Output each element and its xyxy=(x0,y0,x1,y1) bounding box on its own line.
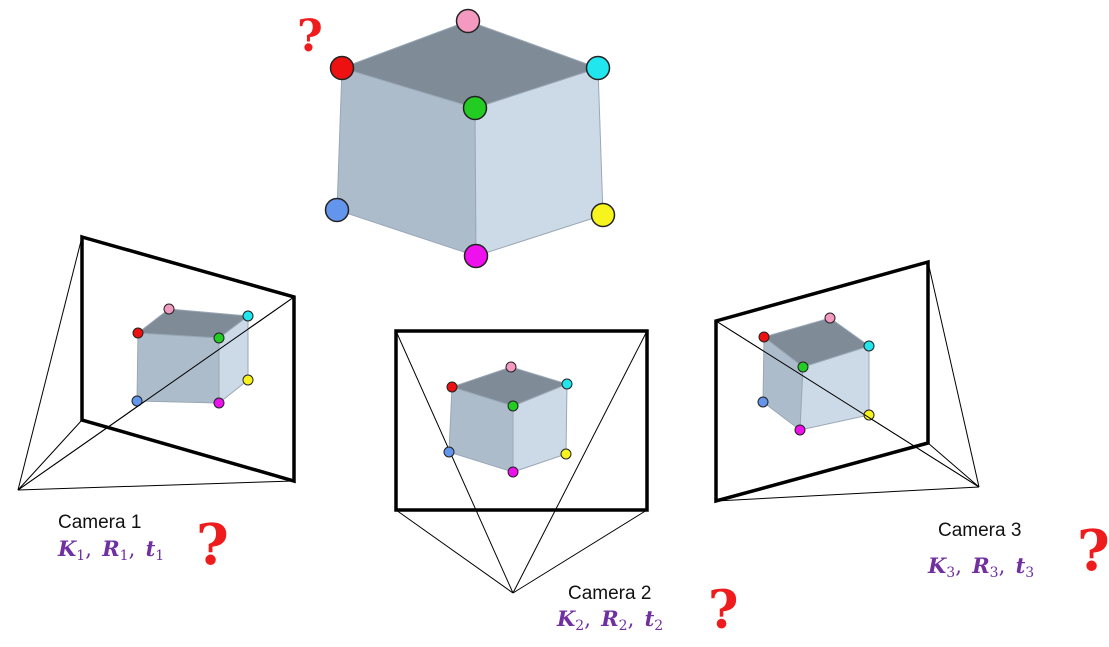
camera-2-image-plane xyxy=(394,329,649,512)
world-point-blue xyxy=(324,197,350,223)
camera-2-point-red xyxy=(446,381,458,393)
camera-1-question-mark: ? xyxy=(196,512,229,578)
camera-3-point-pink xyxy=(824,312,836,324)
camera-2-question-mark: ? xyxy=(708,580,739,641)
camera-3-point-red xyxy=(758,331,770,343)
camera-1-point-pink xyxy=(163,303,175,315)
camera-2-t: t2 xyxy=(644,606,664,634)
camera-2-point-green xyxy=(507,400,519,412)
camera-2-R: R2 xyxy=(601,606,628,634)
camera-1-point-red xyxy=(132,327,144,339)
camera-1-t: t1 xyxy=(145,536,165,564)
camera-1-point-magenta xyxy=(213,397,225,409)
camera-1-point-cyan xyxy=(242,310,254,322)
camera-1-image-plane xyxy=(80,234,296,484)
camera-2-params: K2, R2, t2 xyxy=(557,606,664,634)
camera-1-R: R1 xyxy=(102,536,129,564)
camera-3-K: K3 xyxy=(928,553,956,581)
camera-3-label: Camera 3 xyxy=(938,520,1022,541)
camera-3-ray-2 xyxy=(927,261,980,488)
camera-3-ray-3 xyxy=(927,442,980,488)
camera-3-R: R3 xyxy=(972,553,999,581)
camera-2-ray-1 xyxy=(395,330,514,594)
camera-2-point-pink xyxy=(505,361,517,373)
camera-1-through-ray xyxy=(17,296,295,491)
world-point-yellow xyxy=(590,202,616,228)
camera-2-point-blue xyxy=(443,446,455,458)
world-point-magenta xyxy=(463,243,489,269)
world-question-mark: ? xyxy=(297,11,323,62)
camera-3-question-mark: ? xyxy=(1077,518,1109,584)
camera-2-K: K2 xyxy=(557,606,585,634)
camera-2-label: Camera 2 xyxy=(568,583,652,604)
camera-3-point-blue xyxy=(757,396,769,408)
camera-3-through-ray xyxy=(715,320,980,488)
camera-3-ray-4 xyxy=(715,486,980,502)
camera-1-K: K1 xyxy=(58,536,86,564)
camera-2-point-cyan xyxy=(561,378,573,390)
world-point-pink xyxy=(455,8,481,34)
camera-3-point-cyan xyxy=(863,340,875,352)
camera-3-point-magenta xyxy=(794,424,806,436)
camera-1-ray-3 xyxy=(17,480,295,491)
camera-1-cube-left-face xyxy=(136,332,220,404)
camera-1-ray-1 xyxy=(17,236,83,491)
camera-1-label: Camera 1 xyxy=(58,512,142,533)
camera-1-point-green xyxy=(213,332,225,344)
camera-2-ray-3 xyxy=(512,509,648,594)
camera-2-point-yellow xyxy=(560,448,572,460)
world-point-red xyxy=(329,55,355,81)
camera-2-ray-4 xyxy=(395,509,514,594)
camera-2-point-magenta xyxy=(507,466,519,478)
camera-1-point-yellow xyxy=(242,374,254,386)
camera-2-ray-2 xyxy=(512,330,648,594)
world-point-cyan xyxy=(585,55,611,81)
camera-3-t: t3 xyxy=(1015,553,1035,581)
camera-3-image-plane xyxy=(714,259,930,504)
camera-1-point-blue xyxy=(131,395,143,407)
camera-3-params: K3, R3, t3 xyxy=(928,553,1035,581)
camera-1-params: K1, R1, t1 xyxy=(58,536,165,564)
camera-3-point-green xyxy=(797,361,809,373)
world-point-green xyxy=(462,95,488,121)
camera-1-ray-4 xyxy=(17,419,83,491)
